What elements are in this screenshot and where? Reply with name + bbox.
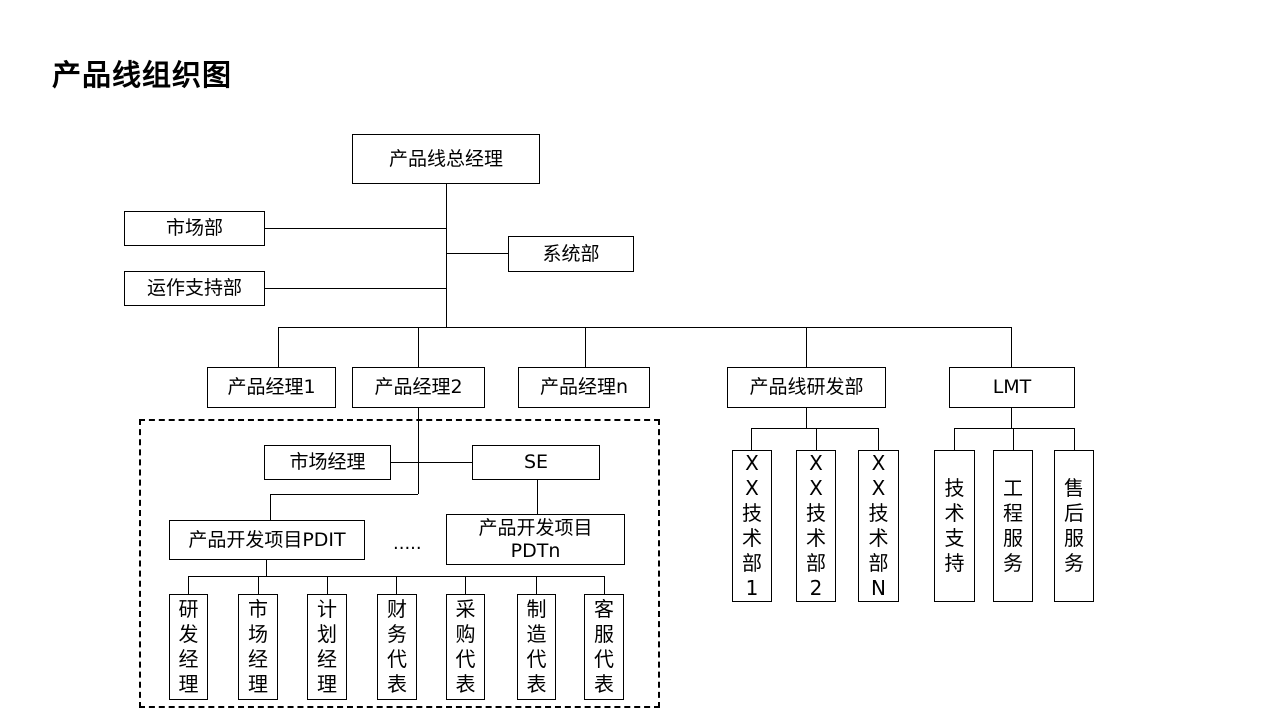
- node-role[interactable]: 采购代表: [446, 594, 485, 700]
- connector: [878, 428, 879, 450]
- node-role[interactable]: 制造代表: [517, 594, 556, 700]
- node-role[interactable]: 财务代表: [377, 594, 417, 700]
- pm2-group-boundary: [139, 419, 660, 708]
- connector: [954, 428, 1074, 429]
- connector: [327, 576, 328, 594]
- node-lmt-dept[interactable]: 工程服务: [993, 450, 1033, 602]
- node-tech-dept[interactable]: XX技术部2: [796, 450, 836, 602]
- connector: [446, 183, 447, 327]
- node-pmn[interactable]: 产品经理n: [518, 367, 650, 408]
- connector: [585, 327, 586, 368]
- node-ops-dept[interactable]: 运作支持部: [124, 271, 265, 306]
- node-gm[interactable]: 产品线总经理: [352, 134, 540, 184]
- node-rd-dept[interactable]: 产品线研发部: [727, 367, 886, 408]
- connector: [278, 327, 1011, 328]
- connector: [418, 407, 419, 494]
- connector: [390, 462, 473, 463]
- node-lmt[interactable]: LMT: [949, 367, 1075, 408]
- connector: [418, 327, 419, 368]
- connector: [1013, 428, 1014, 450]
- connector: [446, 253, 509, 254]
- connector: [1011, 327, 1012, 368]
- connector: [465, 576, 466, 594]
- node-pm1[interactable]: 产品经理1: [207, 367, 336, 408]
- connector: [188, 576, 189, 594]
- node-tech-dept[interactable]: XX技术部1: [732, 450, 772, 602]
- connector: [270, 494, 271, 521]
- connector: [396, 576, 397, 594]
- ellipsis: .....: [393, 533, 422, 554]
- connector: [537, 479, 538, 515]
- node-market-dept[interactable]: 市场部: [124, 211, 265, 246]
- connector: [954, 428, 955, 450]
- node-pdtn[interactable]: 产品开发项目PDTn: [446, 514, 625, 565]
- node-pdt1[interactable]: 产品开发项目PDIT: [169, 520, 365, 560]
- connector: [816, 428, 817, 450]
- connector: [604, 576, 605, 594]
- connector: [1011, 407, 1012, 428]
- node-lmt-dept[interactable]: 售后服务: [1054, 450, 1094, 602]
- connector: [264, 288, 446, 289]
- connector: [1074, 428, 1075, 450]
- page-title: 产品线组织图: [52, 58, 233, 92]
- connector: [751, 428, 878, 429]
- node-role[interactable]: 研发经理: [169, 594, 208, 700]
- connector: [266, 559, 267, 576]
- connector: [270, 494, 418, 495]
- node-tech-dept[interactable]: XX技术部N: [858, 450, 899, 602]
- node-role[interactable]: 客服代表: [584, 594, 624, 700]
- node-pm2[interactable]: 产品经理2: [352, 367, 485, 408]
- node-role[interactable]: 市场经理: [238, 594, 278, 700]
- connector: [258, 576, 259, 594]
- connector: [264, 228, 446, 229]
- connector: [536, 576, 537, 594]
- connector: [806, 407, 807, 428]
- node-se[interactable]: SE: [472, 445, 600, 480]
- connector: [806, 327, 807, 368]
- node-system-dept[interactable]: 系统部: [508, 236, 634, 272]
- node-market-manager[interactable]: 市场经理: [264, 445, 391, 480]
- connector: [278, 327, 279, 368]
- node-role[interactable]: 计划经理: [307, 594, 347, 700]
- node-lmt-dept[interactable]: 技术支持: [934, 450, 975, 602]
- connector: [751, 428, 752, 450]
